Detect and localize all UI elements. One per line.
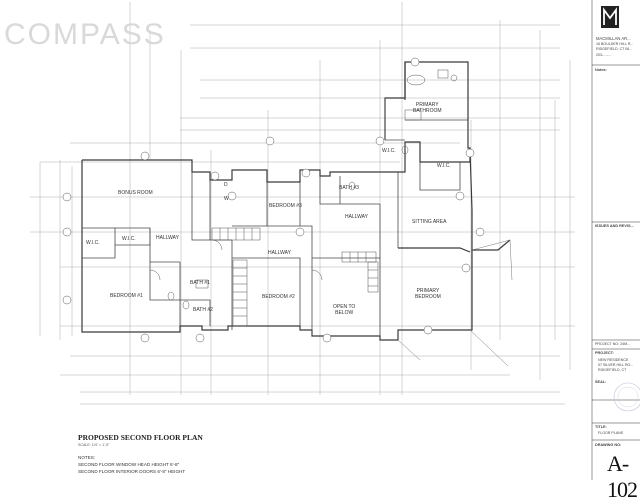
- room-label-bedroom-1: BEDROOM #1: [110, 293, 143, 299]
- fixtures: [149, 69, 458, 310]
- room-label-wic-upper-1: W.I.C.: [382, 148, 396, 154]
- plan-title: PROPOSED SECOND FLOOR PLAN: [78, 433, 203, 442]
- plan-scale: SCALE: 1/4" = 1'-0": [78, 443, 110, 447]
- room-label-closet-d: D: [224, 182, 228, 188]
- roof-lines: [397, 239, 513, 367]
- room-label-bedroom-3: BEDROOM #3: [269, 203, 302, 209]
- room-label-bedroom-2: BEDROOM #2: [262, 294, 295, 300]
- grid-markers: [62, 57, 485, 343]
- tb-project-heading: PROJECT:: [595, 351, 614, 355]
- room-label-hallway-center: HALLWAY: [268, 250, 291, 256]
- note-line: SECOND FLOOR INTERIOR DOORS 6'-8" HEIGHT: [78, 469, 186, 474]
- firm-phone: 203-...-....: [596, 53, 612, 57]
- tb-sheet-title: FLOOR PLANS: [598, 431, 624, 435]
- note-line: SECOND FLOOR WINDOW HEAD HEIGHT 6'-8": [78, 462, 180, 467]
- dimension-grid: [30, 2, 575, 405]
- firm-address-2: RIDGEFIELD, CT 06...: [596, 47, 633, 51]
- room-label-hallway-right: HALLWAY: [345, 214, 368, 220]
- title-block-frame: [591, 0, 640, 480]
- tb-project-line: 97 SILVER HILL RO...: [598, 363, 634, 367]
- seal-stamp: [613, 382, 640, 412]
- room-label-wic-left: W.I.C.: [86, 240, 100, 246]
- room-label-primary-bedroom: PRIMARY BEDROOM: [415, 288, 441, 300]
- room-label-bath-1: BATH #1: [190, 280, 210, 286]
- tb-project-no: PROJECT NO: 24M...: [595, 342, 631, 346]
- tb-project-line: RIDGEFIELD, CT: [598, 368, 627, 372]
- room-label-hallway-left: HALLWAY: [156, 235, 179, 241]
- floor-plan-drawing: [30, 0, 640, 480]
- sheet-number: A-102: [607, 451, 638, 502]
- tb-notes-heading: Notes:: [595, 68, 607, 72]
- room-label-wic-left-2: W.I.C.: [122, 236, 136, 242]
- exterior-walls: [81, 61, 511, 341]
- firm-name: MACMILLAN AR...: [596, 36, 631, 41]
- compass-watermark: COMPASS: [4, 18, 166, 51]
- tb-issues-heading: ISSUES AND REVIS...: [595, 224, 634, 228]
- firm-address-1: 16 BOULDER HILL R...: [596, 42, 634, 46]
- stairs: [211, 227, 379, 327]
- room-label-primary-bathroom: PRIMARY BATHROOM: [413, 102, 442, 114]
- notes-heading: NOTES:: [78, 455, 96, 460]
- room-label-bath-2: BATH #2: [193, 307, 213, 313]
- tb-drawing-no-heading: DRAWING NO:: [595, 443, 622, 447]
- room-label-sitting-area: SITTING AREA: [412, 219, 447, 225]
- firm-logo: [601, 6, 619, 28]
- room-label-closet-w: W: [224, 196, 229, 202]
- tb-title-heading: TITLE:: [595, 425, 607, 429]
- tb-seal-heading: SEAL:: [595, 380, 607, 384]
- tb-project-line: NEW RESIDENCE: [598, 358, 629, 362]
- interior-walls: [82, 98, 468, 336]
- room-label-wic-upper-2: W.I.C.: [437, 163, 451, 169]
- room-label-bonus-room: BONUS ROOM: [118, 190, 153, 196]
- room-label-open-to-below: OPEN TO BELOW: [333, 304, 356, 316]
- room-label-bath-3: BATH #3: [339, 185, 359, 191]
